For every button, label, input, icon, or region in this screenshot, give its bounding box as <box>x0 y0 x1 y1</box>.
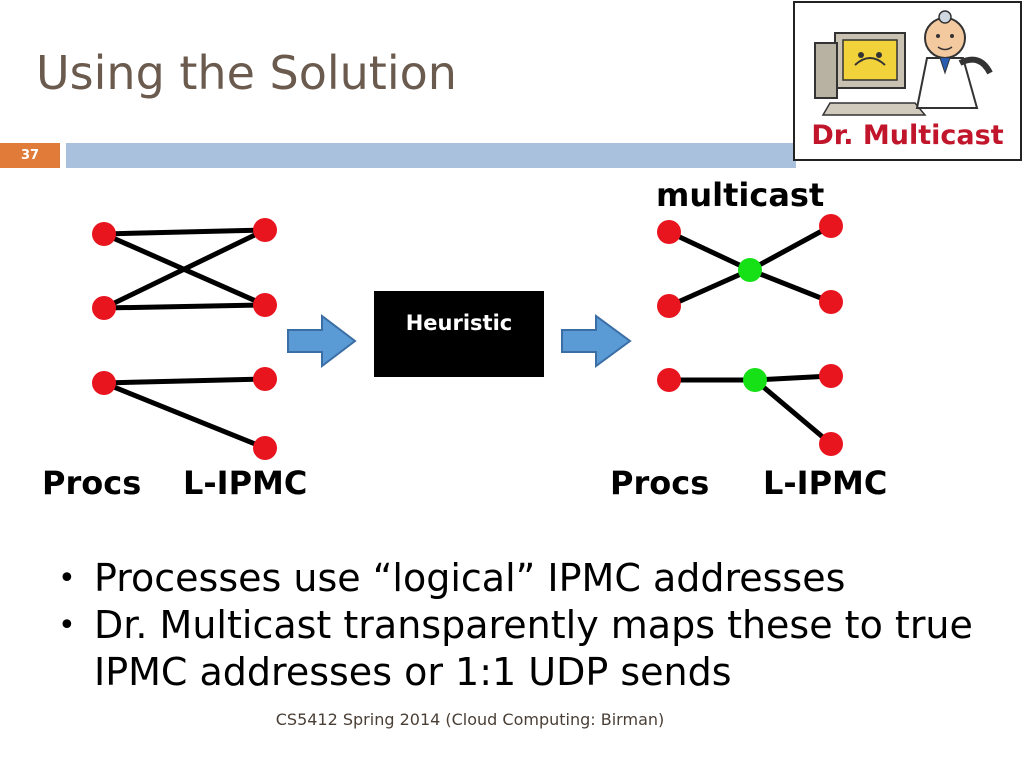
lipmc-node <box>819 364 843 388</box>
lipmc-node <box>253 436 277 460</box>
lipmc-node <box>253 293 277 317</box>
bullet-item: • Processes use “logical” IPMC addresses <box>58 555 998 602</box>
proc-node <box>657 294 681 318</box>
edge-left-4 <box>101 302 268 311</box>
edge-right-2 <box>666 267 753 309</box>
lipmc-node <box>253 367 277 391</box>
edge-right-1 <box>666 229 753 273</box>
right-arrow-icon <box>287 313 357 369</box>
proc-node <box>657 368 681 392</box>
lipmc-node <box>819 432 843 456</box>
edge-left-3 <box>101 227 268 311</box>
multicast-label: multicast <box>656 176 825 214</box>
left-procs-label: Procs <box>42 464 142 502</box>
right-lipmc-label: L-IPMC <box>763 464 888 502</box>
doctor-at-computer-icon <box>814 10 993 116</box>
dr-multicast-logo: Dr. Multicast <box>793 1 1022 161</box>
heuristic-label: Heuristic <box>405 311 513 335</box>
edge-left-6 <box>101 380 268 451</box>
edge-right-6 <box>752 373 834 383</box>
proc-node <box>92 296 116 320</box>
heuristic-box: Heuristic <box>374 291 544 377</box>
lipmc-node <box>819 214 843 238</box>
left-lipmc-label: L-IPMC <box>183 464 308 502</box>
multicast-node <box>738 258 762 282</box>
title-underline-bar <box>66 143 796 168</box>
proc-node <box>92 371 116 395</box>
proc-node <box>657 220 681 244</box>
edge-left-5 <box>101 376 268 386</box>
lipmc-node <box>819 290 843 314</box>
logo-caption: Dr. Multicast <box>811 120 1004 151</box>
right-procs-label: Procs <box>610 464 710 502</box>
edge-left-1 <box>101 227 268 237</box>
bullet-text: Processes use “logical” IPMC addresses <box>94 556 846 600</box>
slide-number: 37 <box>0 143 60 168</box>
proc-node <box>92 222 116 246</box>
bullet-list: • Processes use “logical” IPMC addresses… <box>58 555 998 696</box>
edge-right-7 <box>752 377 834 447</box>
edge-right-3 <box>747 223 834 273</box>
slide-footer: CS5412 Spring 2014 (Cloud Computing: Bir… <box>275 710 665 729</box>
bullet-text: Dr. Multicast transparently maps these t… <box>94 603 973 694</box>
bullet-dot: • <box>58 608 76 643</box>
slide-title: Using the Solution <box>36 46 457 100</box>
right-arrow-icon <box>561 314 632 368</box>
bullet-dot: • <box>58 561 76 596</box>
bullet-item: • Dr. Multicast transparently maps these… <box>58 602 998 696</box>
edge-right-4 <box>747 267 834 305</box>
lipmc-node <box>253 218 277 242</box>
multicast-node <box>743 368 767 392</box>
